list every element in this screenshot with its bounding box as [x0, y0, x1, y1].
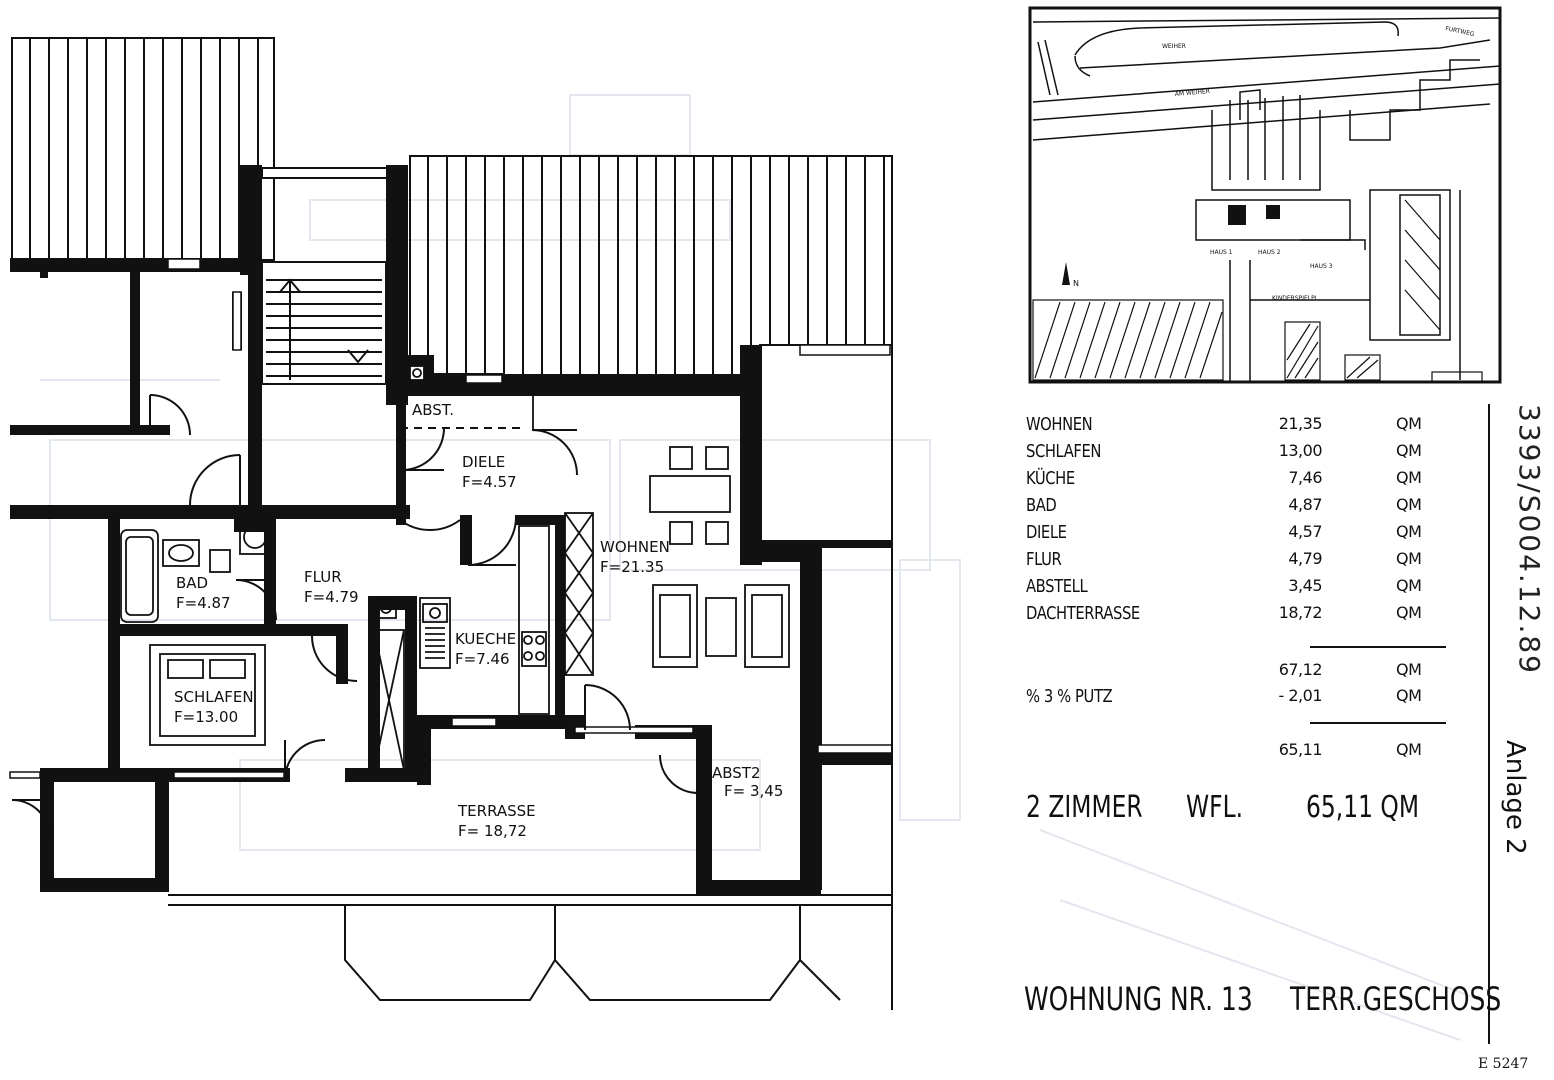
room-label-abst2: ABST2: [712, 764, 761, 782]
area-name: FLUR: [1026, 549, 1062, 570]
north-arrow-label: N: [1073, 279, 1079, 288]
floor-name: TERR.GESCHOSS: [1290, 980, 1502, 1018]
area-row-schlafen: SCHLAFEN 13,00 QM: [1026, 441, 1466, 467]
room-area-schlafen: F=13.00: [174, 708, 238, 726]
area-row-total: 65,11 QM: [1026, 740, 1466, 766]
deduction-unit: QM: [1396, 686, 1422, 705]
area-unit: QM: [1396, 468, 1422, 487]
area-name: ABSTELL: [1026, 576, 1088, 597]
deduction-name: % 3 % PUTZ: [1026, 686, 1113, 707]
site-label-haus2: HAUS 2: [1258, 249, 1281, 256]
site-label-weiher: WEIHER: [1162, 43, 1186, 50]
site-label-haus1: HAUS 1: [1210, 249, 1233, 256]
washing-machine: [239, 519, 271, 555]
area-value: 13,00: [1278, 441, 1323, 460]
area-name: WOHNEN: [1026, 414, 1093, 435]
area-value: 7,46: [1288, 468, 1322, 487]
anlage-label: Anlage 2: [1500, 740, 1530, 855]
kitchen-counter-right: [518, 525, 550, 715]
armchair-left: [652, 584, 698, 668]
area-unit: QM: [1396, 495, 1422, 514]
room-label-schlafen: SCHLAFEN: [174, 688, 254, 706]
area-value: 4,79: [1288, 549, 1322, 568]
summary-wfl-value: 65,11 QM: [1306, 790, 1420, 825]
room-area-abst2: F= 3,45: [724, 782, 783, 800]
room-area-bad: F=4.87: [176, 594, 231, 612]
room-area-kueche: F=7.46: [455, 650, 510, 668]
room-label-flur: FLUR: [304, 568, 342, 586]
washbasin: [162, 539, 200, 567]
unit-number: WOHNUNG NR. 13: [1024, 980, 1253, 1018]
total-value: 65,11: [1278, 740, 1323, 759]
bathtub: [120, 529, 159, 623]
doors: [11, 394, 699, 839]
area-unit: QM: [1396, 414, 1422, 433]
ghost-lines: [40, 94, 1481, 1041]
kitchen-counter-left: [373, 629, 405, 771]
roof-hatch-left: [11, 37, 275, 261]
area-row-abstell: ABSTELL 3,45 QM: [1026, 576, 1466, 602]
room-label-abst: ABST.: [412, 401, 454, 419]
area-value: 4,87: [1288, 495, 1322, 514]
kitchen-cabinets: [564, 512, 594, 676]
area-value: 18,72: [1278, 603, 1323, 622]
site-label-kinderspielpl: KINDERSPIELPL.: [1272, 295, 1320, 302]
deduction-value: - 2,01: [1278, 686, 1323, 705]
area-row-subtotal: 67,12 QM: [1026, 660, 1466, 686]
room-labels: ABST. DIELE F=4.57 WOHNEN F=21.35 BAD F=…: [174, 401, 783, 840]
document-reference: E 5247: [1478, 1056, 1529, 1072]
area-name: SCHLAFEN: [1026, 441, 1102, 462]
area-row-deduction: % 3 % PUTZ - 2,01 QM: [1026, 686, 1466, 712]
area-value: 3,45: [1288, 576, 1322, 595]
margin-rule: [1488, 404, 1490, 1044]
total-rule: [1310, 722, 1446, 724]
room-label-kueche: KUECHE: [455, 630, 516, 648]
stamp-number: 3393/S004.12.89: [1513, 404, 1546, 675]
area-unit: QM: [1396, 522, 1422, 541]
toilet: [209, 549, 231, 573]
area-unit: QM: [1396, 441, 1422, 460]
room-area-diele: F=4.57: [462, 473, 517, 491]
area-unit: QM: [1396, 603, 1422, 622]
sofa-right: [744, 584, 790, 668]
room-area-wohnen: F=21.35: [600, 558, 664, 576]
area-row-flur: FLUR 4,79 QM: [1026, 549, 1466, 575]
area-value: 21,35: [1278, 414, 1323, 433]
area-value: 4,57: [1288, 522, 1322, 541]
area-unit: QM: [1396, 576, 1422, 595]
subtotal-unit: QM: [1396, 660, 1422, 679]
area-name: DACHTERRASSE: [1026, 603, 1140, 624]
terrace-outline: [168, 345, 893, 1010]
kitchen-sink: [419, 597, 451, 669]
subtotal-rule: [1310, 646, 1446, 648]
area-row-diele: DIELE 4,57 QM: [1026, 522, 1466, 548]
area-name: BAD: [1026, 495, 1057, 516]
area-row-kueche: KÜCHE 7,46 QM: [1026, 468, 1466, 494]
site-label-am-weiher: AM WEIHER: [1175, 88, 1211, 98]
double-bed: [149, 644, 266, 746]
room-area-flur: F=4.79: [304, 588, 359, 606]
room-label-terrasse: TERRASSE: [457, 802, 536, 820]
area-row-dachterrasse: DACHTERRASSE 18,72 QM: [1026, 603, 1466, 629]
dining-table: [649, 475, 731, 513]
summary-wfl-label: WFL.: [1186, 790, 1244, 825]
area-row-wohnen: WOHNEN 21,35 QM: [1026, 414, 1466, 440]
subtotal-value: 67,12: [1278, 660, 1323, 679]
room-label-wohnen: WOHNEN: [600, 538, 670, 556]
summary-rooms: 2 ZIMMER: [1026, 790, 1143, 825]
room-label-diele: DIELE: [462, 453, 505, 471]
area-unit: QM: [1396, 549, 1422, 568]
area-name: KÜCHE: [1026, 468, 1075, 489]
site-plan: WEIHER FURTWEG AM WEIHER HAUS 1 HAUS 2 H…: [1028, 6, 1502, 384]
room-label-bad: BAD: [176, 574, 208, 592]
room-area-terrasse: F= 18,72: [458, 822, 527, 840]
coffee-table: [705, 597, 737, 657]
site-label-haus3: HAUS 3: [1310, 263, 1333, 270]
area-name: DIELE: [1026, 522, 1067, 543]
area-row-bad: BAD 4,87 QM: [1026, 495, 1466, 521]
fixtures: [120, 365, 790, 771]
windows: [9, 258, 893, 779]
total-unit: QM: [1396, 740, 1422, 759]
